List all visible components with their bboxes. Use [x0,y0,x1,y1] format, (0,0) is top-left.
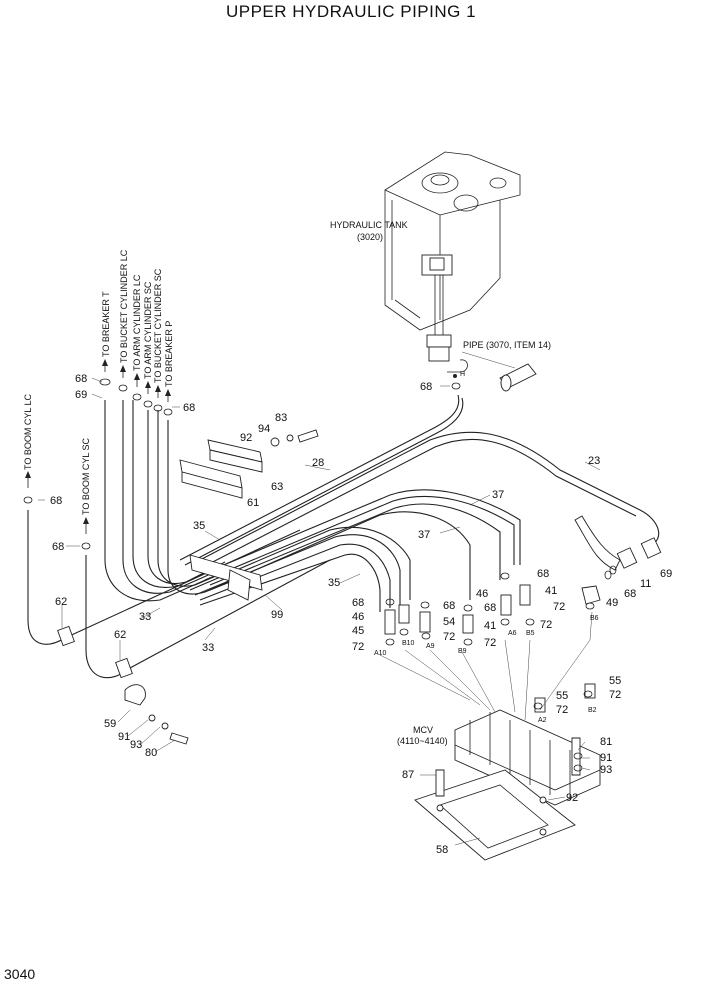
port-a9: A9 [426,643,435,650]
mcv-drawing [379,611,601,861]
callout-41: 41 [545,585,557,597]
label-to-bucket-cylinder-lc: TO BUCKET CYLINDER LC [119,249,129,363]
callout-91: 91 [118,731,130,743]
destination-arrows [25,359,171,534]
callout-68: 68 [537,568,549,580]
page-number: 3040 [4,966,36,982]
callout-72: 72 [540,619,552,631]
vertical-labels: TO BOOM CYL LC TO BOOM CYL SC TO BREAKER… [23,249,174,515]
callout-35: 35 [193,520,205,532]
label-hydraulic-tank: HYDRAULIC TANK [330,220,408,230]
callout-68: 68 [52,541,64,553]
callout-99: 99 [271,609,283,621]
callout-72: 72 [553,601,565,613]
callout-68: 68 [352,597,364,609]
callout-72: 72 [484,637,496,649]
callout-33: 33 [139,611,151,623]
o-rings-drawing [23,378,595,772]
hydraulic-tank-drawing [384,151,521,378]
callout-62: 62 [114,629,126,641]
callout-69: 69 [75,389,87,401]
fittings-drawing [124,515,662,745]
callout-68: 68 [183,402,195,414]
label-mcv: MCV [413,725,433,735]
callout-72: 72 [556,704,568,716]
callout-92: 92 [240,432,252,444]
callout-28: 28 [312,457,324,469]
callout-93: 93 [130,739,142,751]
callout-numbers: 68 69 68 68 68 83 94 92 28 23 63 61 68 3… [50,373,672,856]
callout-81: 81 [600,736,612,748]
callout-11: 11 [640,578,651,590]
callout-69: 69 [660,568,672,580]
port-b6: B6 [590,615,599,622]
clamp-block-drawing [179,429,319,499]
port-b2: B2 [588,707,597,714]
callout-68: 68 [420,381,432,393]
label-to-boom-cyl-lc: TO BOOM CYL LC [23,393,33,470]
callout-68: 68 [624,588,636,600]
callout-46: 46 [352,611,364,623]
callout-87: 87 [402,769,414,781]
label-to-breaker-t: TO BREAKER T [101,291,111,357]
callout-62: 62 [55,596,67,608]
callout-92: 92 [566,792,578,804]
callout-80: 80 [145,747,157,759]
callout-41: 41 [484,620,496,632]
callout-68: 68 [443,600,455,612]
pipe-fitting-drawing [461,351,537,392]
label-port-h: H [460,371,465,378]
callout-72: 72 [609,689,621,701]
port-a10: A10 [374,650,387,657]
callout-55: 55 [609,675,621,687]
port-labels: A10 B10 A9 B9 A6 B5 B6 A2 B2 [374,615,599,724]
pipe-bundle-drawing [27,394,660,679]
callout-93: 93 [600,764,612,776]
text-labels: HYDRAULIC TANK (3020) PIPE (3070, ITEM 1… [330,220,551,746]
callout-54: 54 [443,616,455,628]
callout-94: 94 [258,423,270,435]
label-hydraulic-tank-ref: (3020) [357,232,383,242]
callout-61: 61 [247,497,259,509]
callout-23: 23 [588,455,600,467]
callout-59: 59 [104,718,116,730]
port-a6: A6 [508,630,517,637]
callout-72: 72 [443,631,455,643]
callout-63: 63 [271,481,283,493]
port-a2: A2 [538,717,547,724]
label-mcv-ref: (4110~4140) [397,736,448,746]
callout-68: 68 [50,495,62,507]
callout-55: 55 [556,690,568,702]
callout-35: 35 [328,577,340,589]
callout-37: 37 [492,489,504,501]
port-b5: B5 [526,630,535,637]
label-pipe: PIPE (3070, ITEM 14) [463,340,551,350]
callout-68: 68 [75,373,87,385]
callout-33: 33 [202,642,214,654]
callout-72: 72 [352,641,364,653]
diagram-title: UPPER HYDRAULIC PIPING 1 [225,2,477,21]
callout-leaders [38,377,601,846]
port-b10: B10 [402,640,415,647]
callout-68: 68 [484,602,496,614]
callout-83: 83 [275,412,287,424]
port-b9: B9 [458,648,467,655]
callout-91: 91 [600,752,612,764]
callout-45: 45 [352,625,364,637]
callout-46: 46 [476,588,488,600]
label-to-breaker-p: TO BREAKER P [164,321,174,387]
callout-49: 49 [606,597,618,609]
label-to-arm-cylinder-sc: TO ARM CYLINDER SC [143,281,153,379]
label-to-boom-cyl-sc: TO BOOM CYL SC [81,437,91,515]
callout-58: 58 [436,844,448,856]
callout-37: 37 [418,529,430,541]
label-to-arm-cylinder-lc: TO ARM CYLINDER LC [132,274,142,371]
label-to-bucket-cylinder-sc: TO BUCKET CYLINDER SC [153,268,163,383]
